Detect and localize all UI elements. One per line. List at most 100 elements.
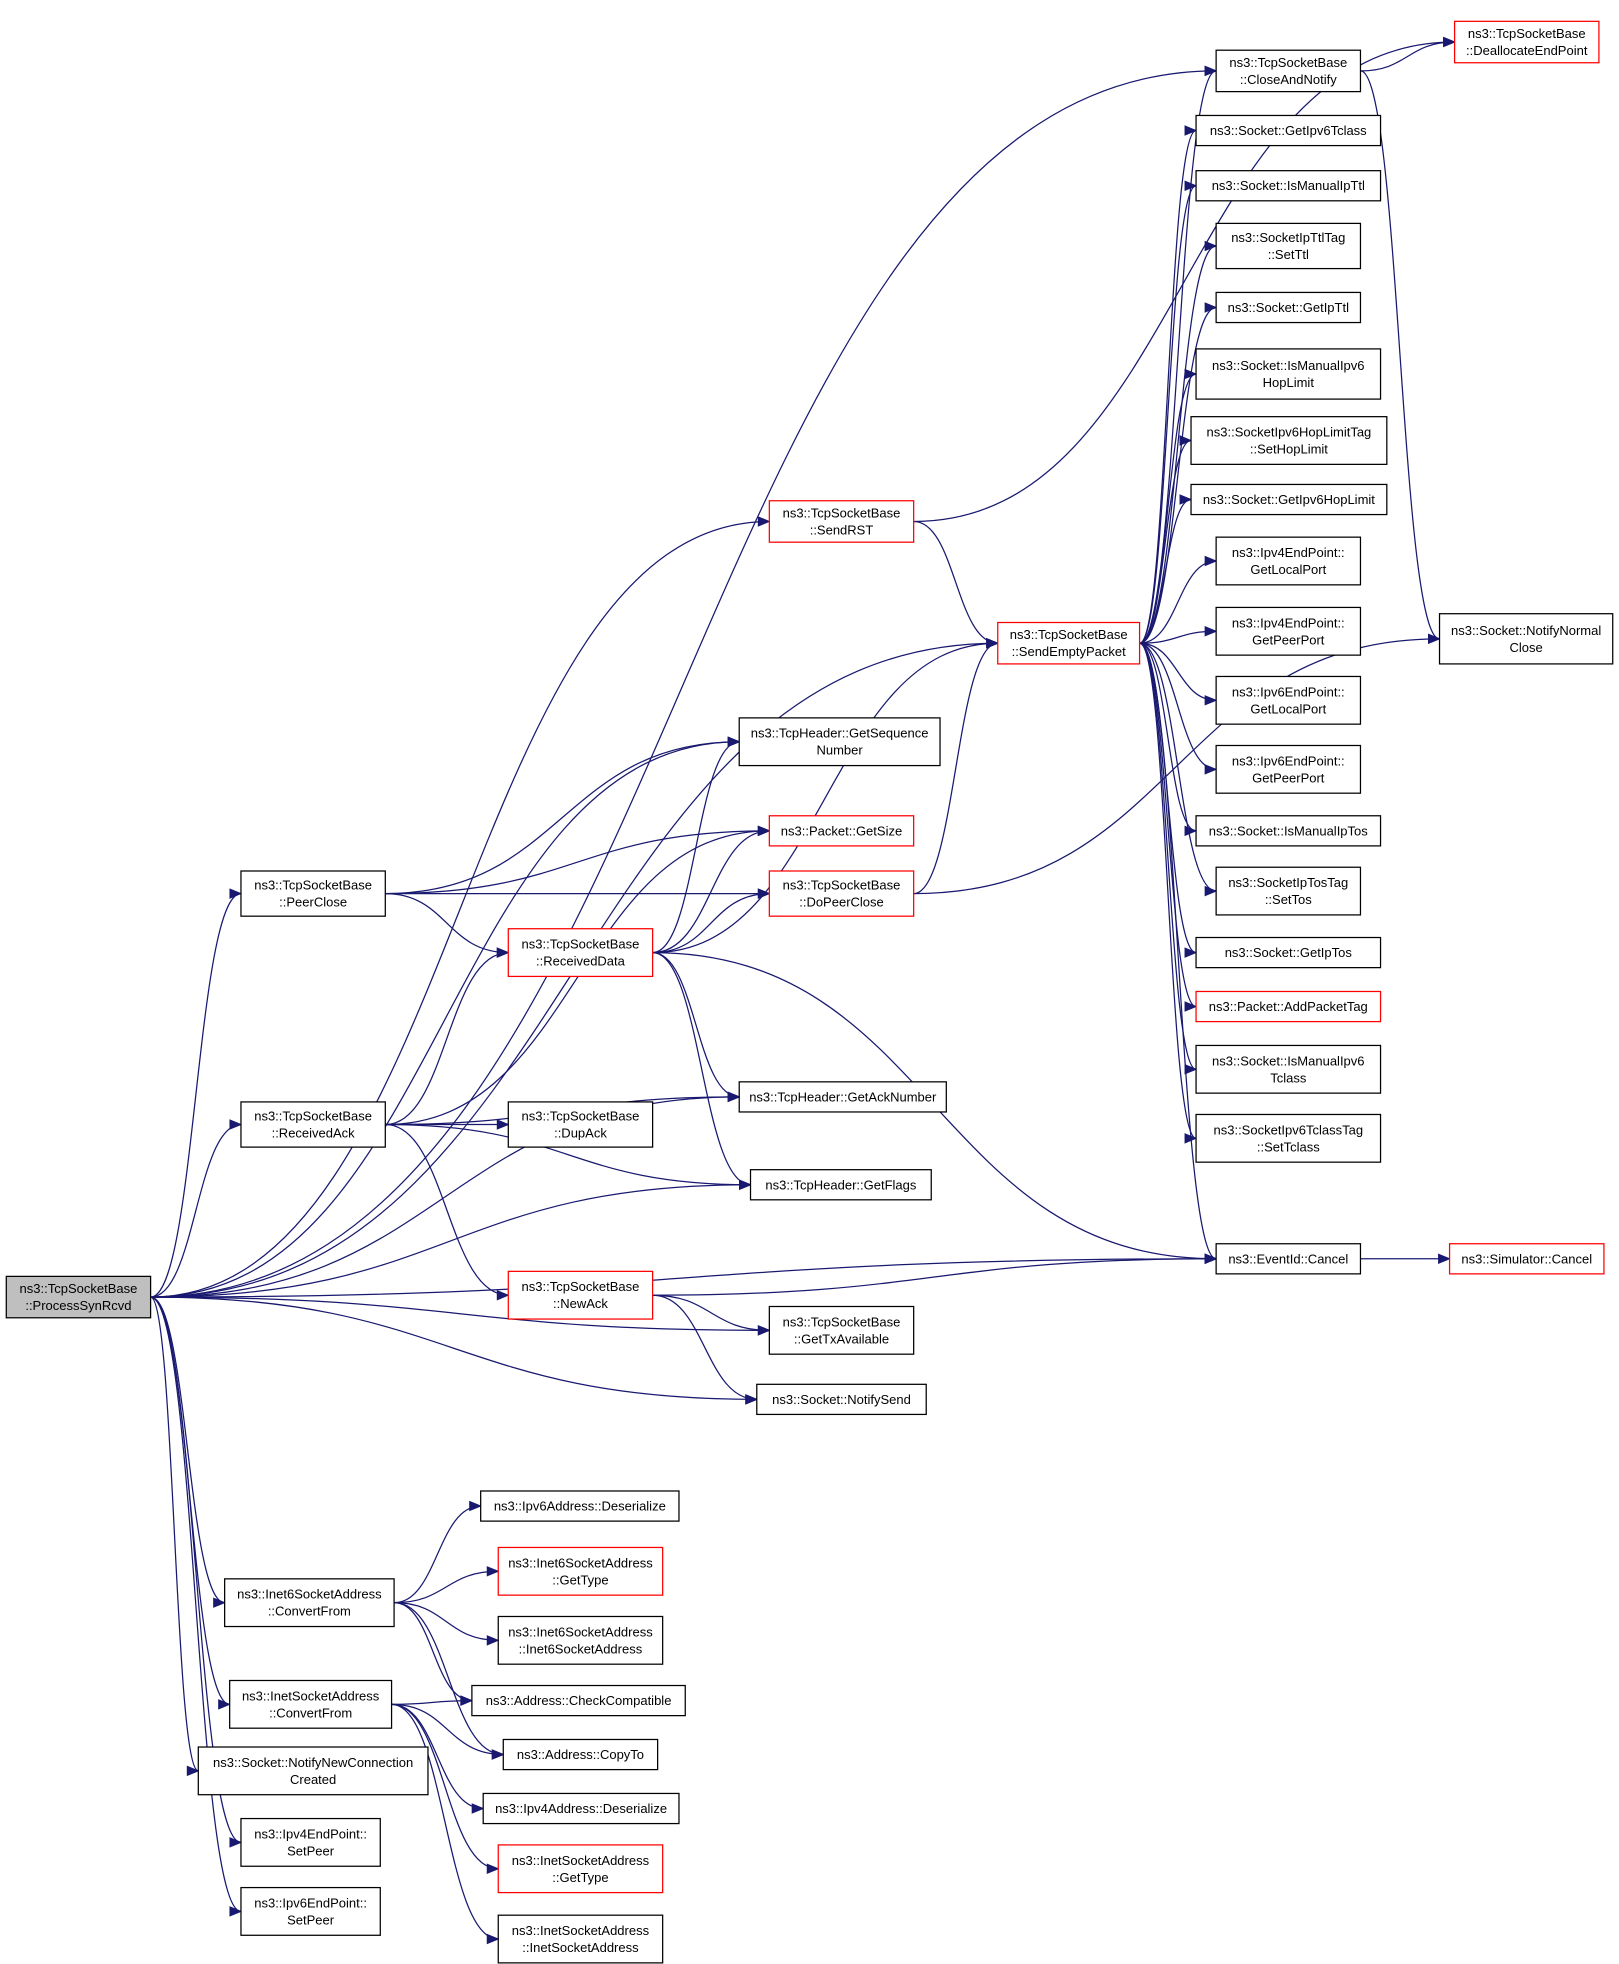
node-get-ack-num[interactable]: ns3::TcpHeader::GetAckNumber xyxy=(738,1081,947,1113)
node-check-compat[interactable]: ns3::Address::CheckCompatible xyxy=(471,1684,686,1717)
edge-close-notify-to-notify-normal xyxy=(1360,70,1440,640)
edge-arrowhead xyxy=(491,1749,505,1760)
edge-arrowhead xyxy=(1204,65,1218,77)
node-get-size[interactable]: ns3::Packet::GetSize xyxy=(768,815,915,847)
edge-send-empty-to-set-hop-limit xyxy=(1139,439,1192,644)
node-get-ip-tos[interactable]: ns3::Socket::GetIpTos xyxy=(1195,936,1382,969)
node-ipv6-deser[interactable]: ns3::Ipv6Address::Deserialize xyxy=(480,1490,680,1522)
edge-arrowhead xyxy=(229,1119,243,1130)
node-label: ns3::Socket::NotifySend xyxy=(772,1392,911,1407)
edge-root-to-received-ack xyxy=(150,1123,241,1298)
edge-arrowhead xyxy=(727,736,741,747)
node-get-tx-avail[interactable]: ns3::TcpSocketBase::GetTxAvailable xyxy=(768,1305,915,1355)
node-set-hop-limit[interactable]: ns3::SocketIpv6HopLimitTag::SetHopLimit xyxy=(1190,416,1388,465)
node-ipv4-set-peer[interactable]: ns3::Ipv4EndPoint::SetPeer xyxy=(240,1817,381,1867)
edge-arrowhead xyxy=(1184,1001,1198,1012)
node-dealloc[interactable]: ns3::TcpSocketBase::DeallocateEndPoint xyxy=(1453,20,1600,64)
node-event-cancel[interactable]: ns3::EventId::Cancel xyxy=(1215,1243,1362,1275)
node-label: ::SendEmptyPacket xyxy=(1012,644,1127,659)
edge-arrowhead xyxy=(460,1695,474,1706)
node-box xyxy=(1215,744,1362,794)
edge-arrowhead xyxy=(471,1803,485,1814)
node-send-empty[interactable]: ns3::TcpSocketBase::SendEmptyPacket xyxy=(997,621,1141,665)
node-label: ns3::Packet::GetSize xyxy=(781,823,902,838)
node-box xyxy=(756,1383,927,1416)
edge-send-empty-to-add-packet-tag xyxy=(1139,642,1197,1008)
node-get-ip-ttl[interactable]: ns3::Socket::GetIpTtl xyxy=(1215,291,1362,324)
nodes-layer: ns3::TcpSocketBase::ProcessSynRcvdns3::T… xyxy=(5,20,1614,1964)
node-dup-ack[interactable]: ns3::TcpSocketBase::DupAck xyxy=(507,1101,654,1148)
edge-received-data-to-do-peer-close xyxy=(652,892,770,954)
node-label: ::SendRST xyxy=(810,522,874,537)
node-is-manual-ip-ttl[interactable]: ns3::Socket::IsManualIpTtl xyxy=(1195,170,1382,202)
node-set-ttl[interactable]: ns3::SocketIpTtlTag::SetTtl xyxy=(1215,222,1362,270)
node-ipv6-peer-port[interactable]: ns3::Ipv6EndPoint::GetPeerPort xyxy=(1215,744,1362,794)
edge-arrowhead xyxy=(1204,555,1218,567)
node-ipv6-local-port[interactable]: ns3::Ipv6EndPoint::GetLocalPort xyxy=(1215,675,1362,725)
node-inet-convert-from[interactable]: ns3::InetSocketAddress::ConvertFrom xyxy=(229,1679,393,1729)
node-label: ns3::Ipv6Address::Deserialize xyxy=(494,1499,666,1514)
node-peer-close[interactable]: ns3::TcpSocketBase::PeerClose xyxy=(240,870,386,917)
node-box xyxy=(1453,20,1600,64)
node-label: GetPeerPort xyxy=(1252,632,1325,647)
node-ipv6-set-peer[interactable]: ns3::Ipv6EndPoint::SetPeer xyxy=(240,1886,381,1936)
node-add-packet-tag[interactable]: ns3::Packet::AddPacketTag xyxy=(1195,990,1382,1023)
node-ipv4-peer-port[interactable]: ns3::Ipv4EndPoint::GetPeerPort xyxy=(1215,606,1362,656)
node-label: ns3::Inet6SocketAddress xyxy=(237,1587,382,1602)
node-label: ::DupAck xyxy=(554,1126,607,1141)
node-notify-send[interactable]: ns3::Socket::NotifySend xyxy=(756,1383,927,1416)
node-sim-cancel[interactable]: ns3::Simulator::Cancel xyxy=(1448,1243,1605,1275)
edge-arrowhead xyxy=(1438,1253,1451,1265)
node-label: ::DeallocateEndPoint xyxy=(1466,43,1588,58)
node-inet6-ctor[interactable]: ns3::Inet6SocketAddress::Inet6SocketAddr… xyxy=(497,1615,664,1665)
node-set-tclass[interactable]: ns3::SocketIpv6TclassTag::SetTclass xyxy=(1195,1113,1382,1163)
node-send-rst[interactable]: ns3::TcpSocketBase::SendRST xyxy=(768,500,915,543)
edge-root-to-get-flags xyxy=(150,1184,751,1298)
node-label: HopLimit xyxy=(1263,375,1315,390)
node-inet6-convert-from[interactable]: ns3::Inet6SocketAddress::ConvertFrom xyxy=(224,1578,395,1628)
node-ipv4-deser[interactable]: ns3::Ipv4Address::Deserialize xyxy=(482,1792,680,1825)
edge-arrowhead xyxy=(757,1325,771,1336)
node-inet-get-type[interactable]: ns3::InetSocketAddress::GetType xyxy=(497,1844,664,1894)
node-label: ns3::InetSocketAddress xyxy=(512,1853,650,1868)
node-label: ns3::SocketIpTosTag xyxy=(1228,875,1348,890)
node-get-ipv6-tclass[interactable]: ns3::Socket::GetIpv6Tclass xyxy=(1195,114,1382,147)
node-box xyxy=(507,1101,654,1148)
node-root[interactable]: ns3::TcpSocketBase::ProcessSynRcvd xyxy=(5,1275,152,1319)
node-inet-ctor[interactable]: ns3::InetSocketAddress::InetSocketAddres… xyxy=(497,1914,664,1964)
node-label: ::SetTos xyxy=(1265,892,1312,907)
node-label: ns3::SocketIpv6TclassTag xyxy=(1214,1122,1364,1137)
node-box xyxy=(1215,536,1362,586)
edge-send-empty-to-get-ipv6-tclass xyxy=(1139,129,1197,644)
node-label: ns3::SocketIpTtlTag xyxy=(1231,230,1345,245)
node-do-peer-close[interactable]: ns3::TcpSocketBase::DoPeerClose xyxy=(768,870,915,917)
node-box xyxy=(1195,815,1382,847)
node-inet6-get-type[interactable]: ns3::Inet6SocketAddress::GetType xyxy=(497,1546,664,1596)
edge-new-ack-to-notify-send xyxy=(652,1294,757,1400)
edge-arrowhead xyxy=(229,1837,243,1848)
node-is-manual-ip-tos[interactable]: ns3::Socket::IsManualIpTos xyxy=(1195,815,1382,847)
edge-received-data-to-send-empty xyxy=(652,642,998,954)
node-received-data[interactable]: ns3::TcpSocketBase::ReceivedData xyxy=(507,928,654,978)
node-new-ack[interactable]: ns3::TcpSocketBase::NewAck xyxy=(507,1270,654,1320)
node-get-flags[interactable]: ns3::TcpHeader::GetFlags xyxy=(749,1169,932,1201)
node-label: ::ConvertFrom xyxy=(269,1705,352,1720)
node-label: GetLocalPort xyxy=(1250,562,1326,577)
edge-new-ack-to-event-cancel xyxy=(652,1258,1217,1296)
node-received-ack[interactable]: ns3::TcpSocketBase::ReceivedAck xyxy=(240,1101,386,1148)
node-label: SetPeer xyxy=(287,1912,335,1927)
edge-arrowhead xyxy=(229,1906,243,1917)
node-get-ipv6-hop-limit[interactable]: ns3::Socket::GetIpv6HopLimit xyxy=(1190,483,1388,516)
node-close-notify[interactable]: ns3::TcpSocketBase::CloseAndNotify xyxy=(1215,49,1362,93)
edge-arrowhead xyxy=(745,1394,759,1405)
node-set-tos[interactable]: ns3::SocketIpTosTag::SetTos xyxy=(1215,866,1362,916)
node-ipv4-local-port[interactable]: ns3::Ipv4EndPoint::GetLocalPort xyxy=(1215,536,1362,586)
node-label: Close xyxy=(1510,640,1543,655)
node-copy-to[interactable]: ns3::Address::CopyTo xyxy=(502,1738,659,1771)
node-label: ::ProcessSynRcvd xyxy=(25,1298,131,1313)
